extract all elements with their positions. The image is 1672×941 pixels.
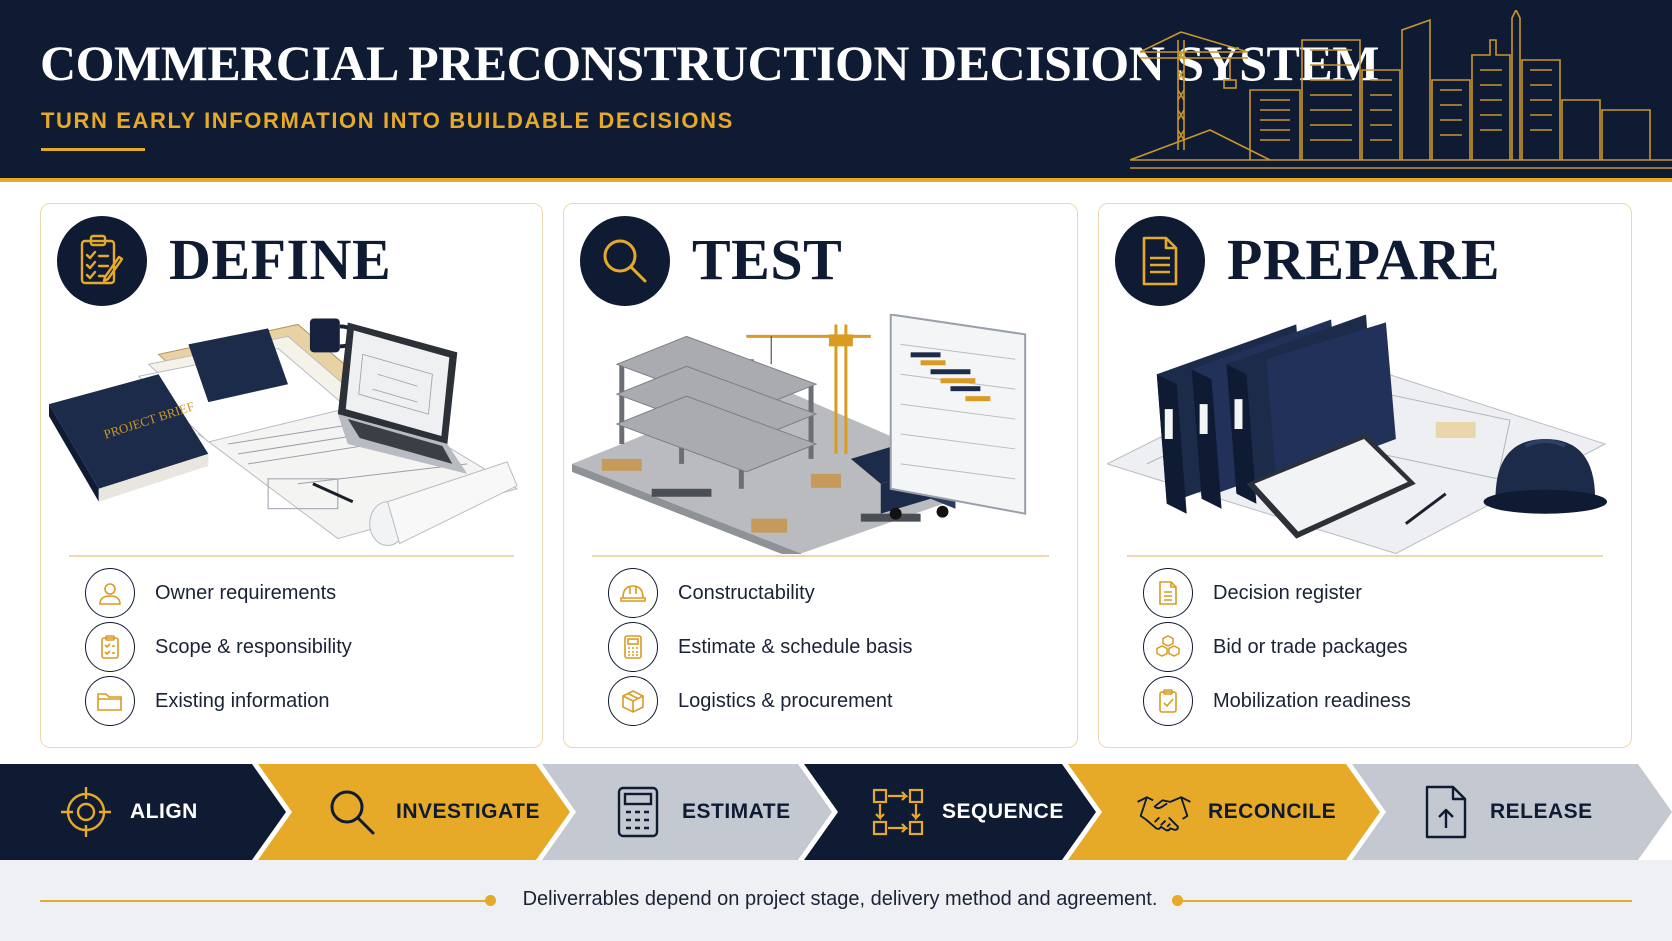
card-prepare-header: PREPARE (1115, 216, 1647, 306)
list-item: Logistics & procurement (608, 674, 1067, 728)
footer-rule-right (1180, 900, 1632, 902)
process-step-label: ALIGN (130, 800, 198, 823)
card-define-title: DEFINE (169, 227, 392, 292)
process-step-label: SEQUENCE (942, 800, 1064, 823)
card-define-header: DEFINE (57, 216, 558, 306)
clipboard-check-icon (1143, 676, 1193, 726)
header-banner: COMMERCIAL PRECONSTRUCTION DECISION SYST… (0, 0, 1672, 178)
item-label: Constructability (678, 581, 815, 604)
process-step-sequence: SEQUENCE (804, 764, 1096, 860)
item-label: Decision register (1213, 581, 1362, 604)
footer-dot-right (1172, 895, 1183, 906)
footer-dot-left (485, 895, 496, 906)
header-gold-rule (0, 178, 1672, 182)
process-band: ALIGN INVESTIGATE ESTIMATE SEQUENCE RECO… (0, 764, 1672, 860)
item-label: Owner requirements (155, 581, 337, 604)
hard-hat-icon (608, 568, 658, 618)
folder-icon (85, 676, 135, 726)
footer-note: Deliverrables depend on project stage, d… (522, 888, 1158, 910)
skyline-crane-illustration (1130, 10, 1672, 169)
process-step-label: ESTIMATE (682, 800, 791, 823)
card-test-divider (592, 555, 1049, 557)
process-step-align: ALIGN (0, 764, 286, 860)
document-upload-icon (1418, 784, 1474, 840)
process-step-reconcile: RECONCILE (1068, 764, 1380, 860)
list-item: Decision register (1143, 566, 1621, 620)
subtitle-underline (41, 148, 145, 151)
item-label: Existing information (155, 689, 330, 712)
target-icon (58, 784, 114, 840)
process-step-label: RELEASE (1490, 800, 1593, 823)
card-prepare-items: Decision register Bid or trade packages … (1143, 566, 1621, 728)
handshake-icon (1136, 784, 1192, 840)
list-item: Existing information (85, 674, 532, 728)
clipboard-checklist-icon (57, 216, 147, 306)
card-define: DEFINE PROJECT BRIEF (40, 203, 543, 748)
page-subtitle: TURN EARLY INFORMATION INTO BUILDABLE DE… (41, 108, 734, 133)
construction-site-illustration (572, 314, 1027, 554)
list-item: Scope & responsibility (85, 620, 532, 674)
item-label: Scope & responsibility (155, 635, 352, 658)
sequence-flow-icon (870, 784, 926, 840)
card-test-header: TEST (580, 216, 1093, 306)
list-item: Bid or trade packages (1143, 620, 1621, 674)
card-test-items: Constructability Estimate & schedule bas… (608, 566, 1067, 728)
process-step-label: INVESTIGATE (396, 800, 540, 823)
box-icon (608, 676, 658, 726)
binders-and-plans-illustration (1107, 314, 1608, 554)
card-define-items: Owner requirements Scope & responsibilit… (85, 566, 532, 728)
magnifier-icon (580, 216, 670, 306)
card-prepare: PREPARE (1098, 203, 1632, 748)
list-item: Constructability (608, 566, 1067, 620)
card-test: TEST (563, 203, 1078, 748)
item-label: Logistics & procurement (678, 689, 893, 712)
card-define-divider (69, 555, 514, 557)
document-icon (1143, 568, 1193, 618)
card-test-title: TEST (692, 227, 843, 292)
list-item: Owner requirements (85, 566, 532, 620)
project-brief-desk-illustration: PROJECT BRIEF (49, 318, 519, 547)
calculator-icon (610, 784, 666, 840)
footer-rule-left (40, 900, 490, 902)
process-step-label: RECONCILE (1208, 800, 1337, 823)
clipboard-icon (85, 622, 135, 672)
person-icon (85, 568, 135, 618)
process-step-estimate: ESTIMATE (542, 764, 832, 860)
item-label: Mobilization readiness (1213, 689, 1411, 712)
card-prepare-title: PREPARE (1227, 227, 1501, 292)
magnifier-icon (324, 784, 380, 840)
calculator-icon (608, 622, 658, 672)
list-item: Estimate & schedule basis (608, 620, 1067, 674)
list-item: Mobilization readiness (1143, 674, 1621, 728)
card-prepare-divider (1127, 555, 1603, 557)
footer-note-bar: Deliverrables depend on project stage, d… (0, 860, 1672, 941)
item-label: Estimate & schedule basis (678, 635, 913, 658)
item-label: Bid or trade packages (1213, 635, 1408, 658)
document-icon (1115, 216, 1205, 306)
stacked-boxes-icon (1143, 622, 1193, 672)
process-step-release: RELEASE (1352, 764, 1672, 860)
process-step-investigate: INVESTIGATE (258, 764, 570, 860)
